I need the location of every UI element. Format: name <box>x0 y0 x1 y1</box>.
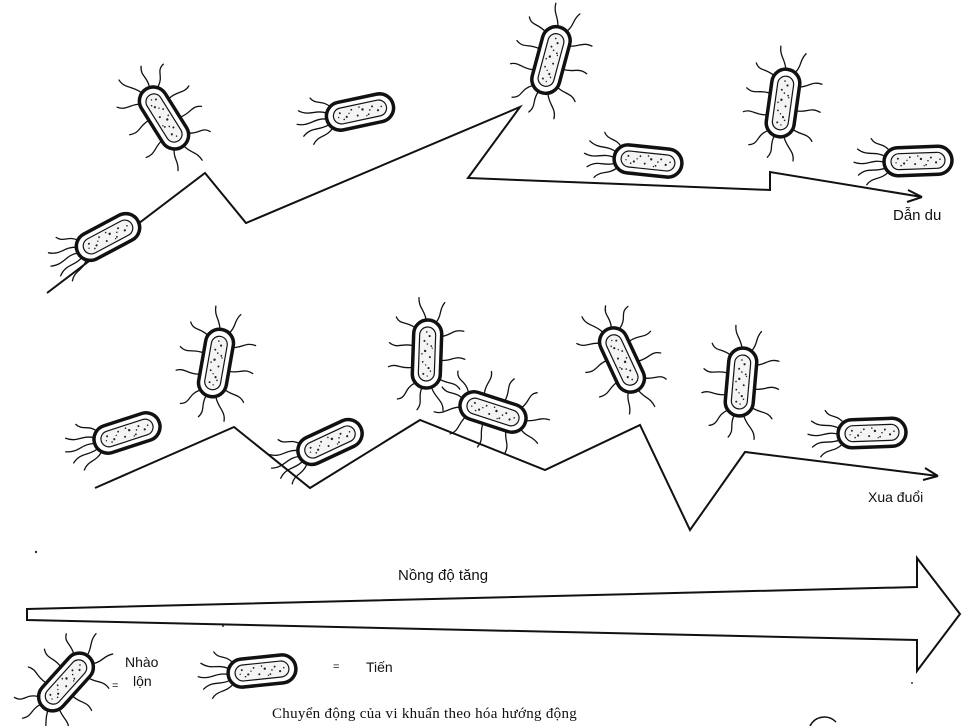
bacterium-run <box>59 400 166 474</box>
bacterium-run <box>292 81 397 146</box>
repellent-path <box>95 420 938 530</box>
figure-caption: Chuyển động của vi khuẩn theo hóa hướng … <box>272 706 577 723</box>
bacterium-tumble <box>169 301 263 424</box>
attractant-label: Dẫn du <box>893 207 941 224</box>
legend-run-icon <box>196 644 298 700</box>
bacterium-run <box>853 136 953 185</box>
bacterium-tumble <box>738 42 829 163</box>
legend-tumble-icon <box>0 615 131 726</box>
bacterium-run <box>40 200 148 287</box>
legend-run-label: Tiến <box>366 659 393 675</box>
repellent-label: Xua đuổi <box>868 489 923 505</box>
legend-run-equals: = <box>333 661 339 673</box>
bacterium-run <box>262 406 370 489</box>
bacterium-tumble <box>698 323 783 441</box>
bacterium-run <box>582 130 684 186</box>
legend-tumble-label-line2: lộn <box>133 673 152 689</box>
legend-tumble-equals: = <box>112 680 118 692</box>
bacterium-tumble <box>564 293 680 427</box>
concentration-label: Nồng độ tăng <box>398 567 488 584</box>
legend-tumble-label-line1: Nhào <box>125 654 158 670</box>
bacterium-tumble <box>500 0 602 124</box>
bacterium-run <box>807 408 907 457</box>
bacterium-tumble <box>102 50 226 185</box>
concentration-gradient-arrow <box>27 558 960 671</box>
